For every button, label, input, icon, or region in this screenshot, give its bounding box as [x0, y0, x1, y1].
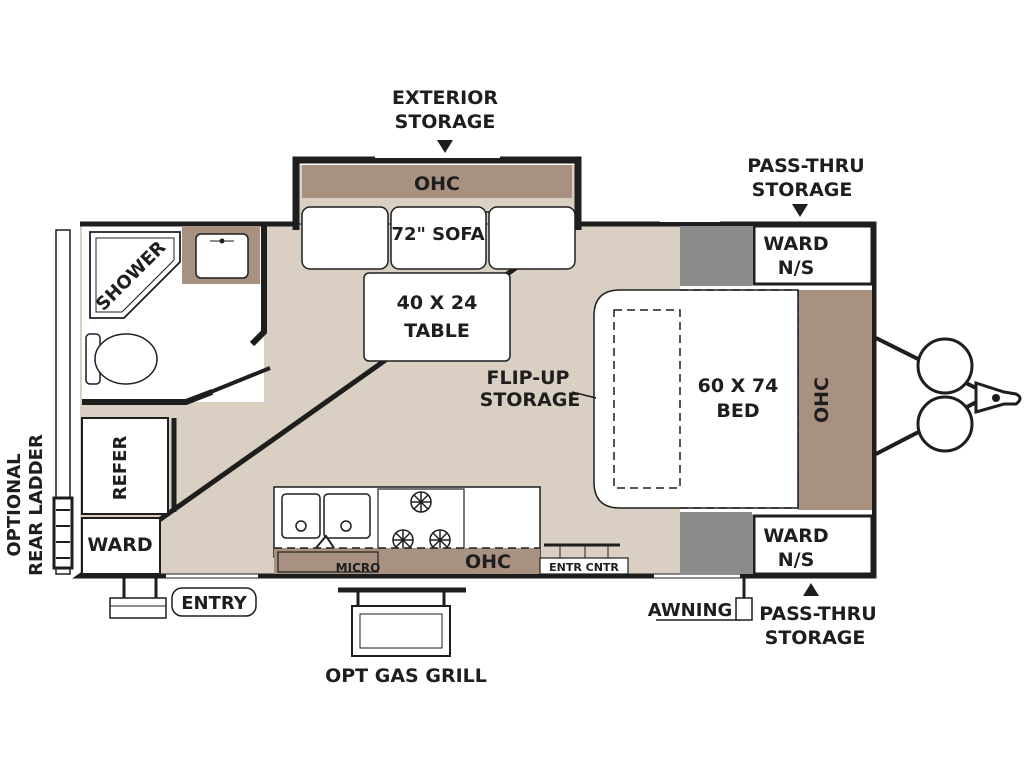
sofa-cushion-left [301, 206, 389, 270]
sofa-cushion-middle [390, 206, 487, 270]
propane-tank [916, 337, 974, 395]
kitchen: MICRO OHC ENTR CNTR [273, 486, 629, 575]
bed-size-label: 60 X 74 [698, 375, 779, 397]
pass-thru-bottom-line2: STORAGE [765, 627, 866, 649]
pass-thru-top-callout: PASS-THRU STORAGE [747, 155, 865, 217]
grill-inner [359, 613, 443, 649]
entry-step [109, 597, 167, 619]
flip-up-callout: FLIP-UP STORAGE [480, 367, 597, 411]
ward-left-box [81, 517, 161, 575]
ward-top-line2: N/S [778, 257, 815, 279]
awning-area: AWNING [648, 574, 753, 621]
entry-label-box [171, 587, 257, 617]
toilet-icon [85, 333, 158, 385]
pass-thru-bottom-callout: PASS-THRU STORAGE [759, 583, 877, 649]
table-top [363, 272, 511, 362]
ward-bottom-line2: N/S [778, 549, 815, 571]
gas-grill-label: OPT GAS GRILL [325, 665, 487, 687]
pass-thru-top-arrow [792, 204, 808, 217]
sink-right-basin [323, 493, 371, 539]
ladder-rail [55, 229, 71, 575]
ohc-top-label: OHC [414, 173, 460, 195]
ward-bottom-line1: WARD [763, 525, 828, 547]
table-size-label: 40 X 24 [397, 292, 478, 314]
bathroom-wall-right [249, 226, 267, 347]
exterior-storage-line1: EXTERIOR [392, 87, 498, 109]
bath-sink [195, 233, 249, 279]
pass-thru-top-line2: STORAGE [752, 179, 853, 201]
ohc-top-cabinet [302, 165, 572, 198]
hitch-ball [992, 394, 1000, 402]
bedroom: WARD N/S WARD N/S OHC 60 X 74 BED [593, 224, 874, 576]
optional-ladder-line2: REAR LADDER [26, 434, 47, 576]
table-name-label: TABLE [404, 320, 470, 342]
ohc-right-label: OHC [811, 377, 833, 423]
shower-stall [89, 231, 181, 319]
ward-top-line1: WARD [763, 233, 828, 255]
nightstand-top [680, 226, 752, 286]
sink-drain [295, 520, 307, 532]
exterior-storage-line2: STORAGE [395, 111, 496, 133]
flip-up-leader [571, 391, 597, 399]
awning-label: AWNING [648, 600, 733, 621]
ward-bottom-box [752, 514, 874, 576]
bathroom: SHOWER [82, 226, 271, 405]
hitch [875, 336, 1022, 456]
entr-cntr-label: ENTR CNTR [549, 561, 619, 574]
micro-label: MICRO [336, 561, 381, 575]
gas-grill: OPT GAS GRILL [325, 587, 487, 687]
ohc-right-cabinet [798, 290, 872, 510]
sink-left-basin [281, 493, 321, 539]
propane-tank [916, 395, 974, 453]
rear-ladder: OPTIONAL REAR LADDER [4, 229, 74, 576]
flip-up-line2: STORAGE [480, 389, 581, 411]
burner-icon [410, 491, 432, 513]
flip-up-storage-outline [613, 309, 681, 489]
table: 40 X 24 TABLE [363, 272, 511, 362]
micro-box [277, 551, 379, 573]
kitchen-faucet-icon [315, 534, 335, 549]
burner-icon [429, 529, 451, 551]
bathroom-door [185, 366, 271, 404]
ward-left-label: WARD [87, 534, 152, 556]
left-cabinets: REFER WARD [81, 417, 177, 575]
sink-drain [340, 520, 352, 532]
pass-thru-top-line1: PASS-THRU [747, 155, 864, 177]
entr-cntr-box [539, 557, 629, 575]
sofa-cushion-right [488, 206, 576, 270]
slide-out: OHC 72" SOFA [301, 165, 576, 270]
burner-icon [392, 529, 414, 551]
ohc-kitchen-label: OHC [465, 551, 511, 573]
exterior-storage-arrow [437, 140, 453, 153]
sofa-label: 72" SOFA [391, 224, 484, 245]
pass-thru-bottom-line1: PASS-THRU [759, 603, 876, 625]
outer-wall [72, 221, 877, 579]
flip-up-line1: FLIP-UP [487, 367, 570, 389]
entry-area: ENTRY [109, 574, 258, 619]
pass-thru-bottom-arrow [803, 583, 819, 596]
nightstand-bottom [680, 512, 752, 574]
optional-ladder-line1: OPTIONAL [4, 453, 25, 556]
refer-box [81, 417, 169, 515]
bed-name-label: BED [716, 400, 759, 422]
exterior-storage-callout: EXTERIOR STORAGE [392, 87, 498, 153]
ladder-bracket [52, 496, 74, 570]
shower-inner [95, 237, 175, 313]
bed-mattress [593, 289, 799, 509]
ward-top-box [752, 224, 874, 286]
entry-label: ENTRY [181, 593, 248, 614]
refer-label: REFER [110, 436, 131, 501]
awning-bracket [735, 597, 753, 621]
slide-out-wall [292, 156, 582, 230]
